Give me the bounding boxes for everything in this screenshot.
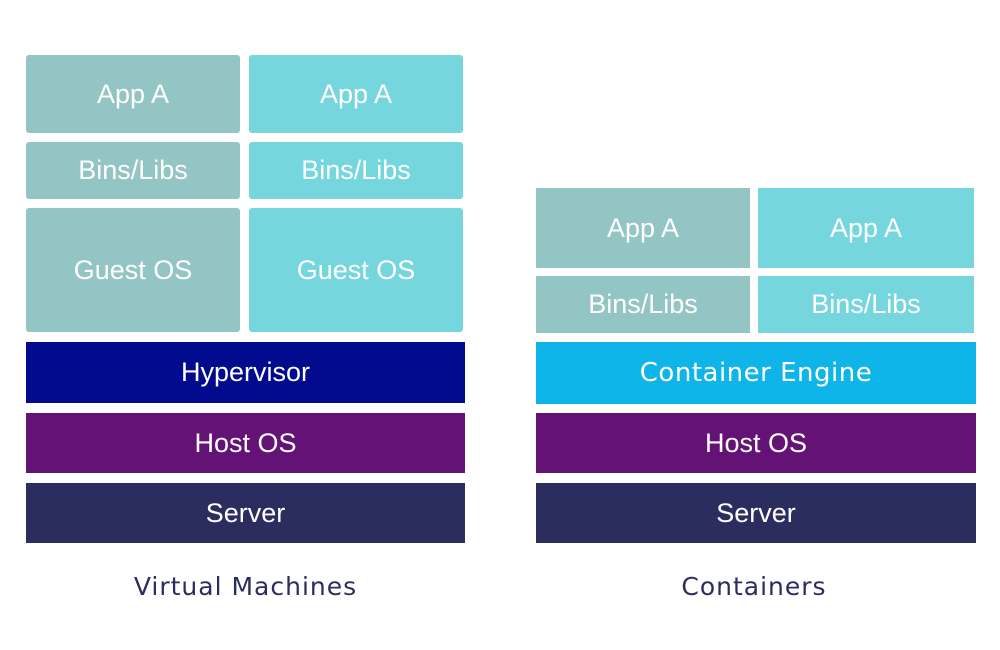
vm1-app-block: App A xyxy=(26,55,240,133)
container-engine-layer: Container Engine xyxy=(536,342,976,404)
container2-bins-libs-block: Bins/Libs xyxy=(758,276,974,333)
containers-caption: Containers xyxy=(681,572,827,601)
vm1-guest-os-block: Guest OS xyxy=(26,208,240,332)
vm-caption: Virtual Machines xyxy=(133,572,358,601)
container2-app-block: App A xyxy=(758,188,974,268)
vm-host-os-layer: Host OS xyxy=(26,413,465,473)
vm2-bins-libs-block: Bins/Libs xyxy=(249,142,463,199)
container-host-os-layer: Host OS xyxy=(536,413,976,473)
container1-app-block: App A xyxy=(536,188,750,268)
vm-server-layer: Server xyxy=(26,483,465,543)
hypervisor-layer: Hypervisor xyxy=(26,342,465,403)
vm2-guest-os-block: Guest OS xyxy=(249,208,463,332)
vm2-app-block: App A xyxy=(249,55,463,133)
container1-bins-libs-block: Bins/Libs xyxy=(536,276,750,333)
vm1-bins-libs-block: Bins/Libs xyxy=(26,142,240,199)
container-server-layer: Server xyxy=(536,483,976,543)
